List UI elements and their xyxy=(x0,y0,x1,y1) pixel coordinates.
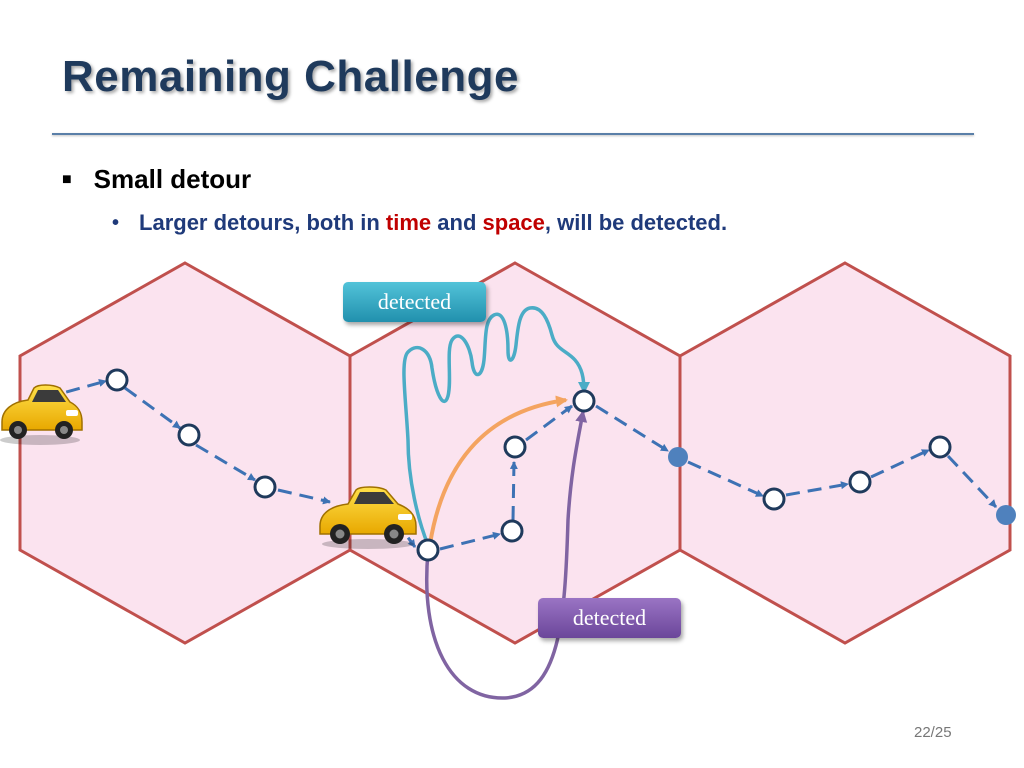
detected-badge-top: detected xyxy=(343,282,486,322)
title-divider xyxy=(52,133,974,135)
keyword-time: time xyxy=(385,210,432,235)
sample-point xyxy=(762,487,786,511)
bullet-level-2-text: Larger detours, both in time and space, … xyxy=(139,210,727,236)
trajectory-segment xyxy=(870,448,930,479)
bullet-level-1: ■ Small detour xyxy=(62,164,251,195)
boundary-point xyxy=(668,447,688,467)
teal-scribble-detour xyxy=(402,306,590,546)
trajectory-segment xyxy=(195,443,256,482)
trajectory-segment xyxy=(785,481,849,497)
trajectory-segment xyxy=(525,404,573,442)
yellow-taxi-car-icon xyxy=(0,384,83,445)
page-number: 22/25 xyxy=(914,724,952,741)
trajectory-segment xyxy=(439,531,501,551)
hexagon-cell-right xyxy=(678,261,1012,645)
square-bullet-icon: ■ xyxy=(62,170,72,188)
trajectory-segment xyxy=(124,386,181,430)
sample-points xyxy=(105,368,952,562)
trajectory-dashed-path xyxy=(44,379,998,551)
sample-point xyxy=(416,538,440,562)
round-bullet-icon: • xyxy=(112,211,120,234)
sample-point xyxy=(503,435,527,459)
sample-point xyxy=(848,470,872,494)
bullet-level-2: • Larger detours, both in time and space… xyxy=(112,210,727,236)
hexagon-cell-left xyxy=(18,261,352,645)
orange-direct-arrow xyxy=(428,395,568,545)
boundary-point xyxy=(996,505,1016,525)
sample-point xyxy=(105,368,129,392)
sample-point xyxy=(572,389,596,413)
sample-point xyxy=(500,519,524,543)
keyword-space: space xyxy=(482,210,545,235)
yellow-taxi-car-icon xyxy=(319,486,417,549)
bullet-text-part3: , will be detected. xyxy=(544,210,728,235)
sample-point xyxy=(253,475,277,499)
trajectory-segment xyxy=(277,488,331,505)
trajectory-segment xyxy=(509,461,518,521)
purple-detour-loop xyxy=(425,410,588,700)
bullet-level-1-text: Small detour xyxy=(93,164,252,194)
slide-title: Remaining Challenge xyxy=(62,52,519,101)
detected-badge-bottom: detected xyxy=(538,598,681,638)
sample-point xyxy=(177,423,201,447)
bullet-text-part1: Larger detours, both in xyxy=(139,210,386,235)
bullet-text-part2: and xyxy=(431,210,483,235)
sample-point xyxy=(928,435,952,459)
trajectory-segment xyxy=(687,460,764,498)
trajectory-segment xyxy=(595,404,669,453)
trajectory-segment xyxy=(946,454,998,509)
